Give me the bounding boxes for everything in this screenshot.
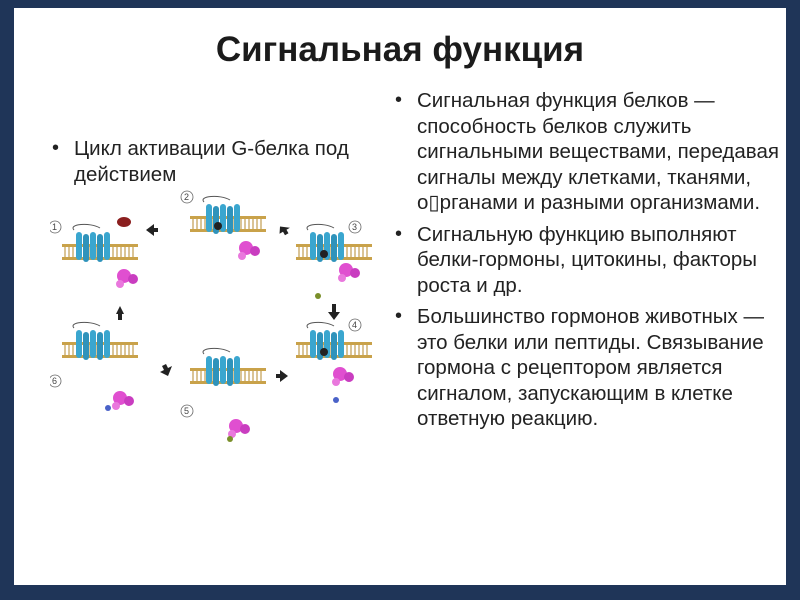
right-bullet-3: Большинство гормонов животных — это белк… — [395, 304, 780, 432]
arrow-6-to-1 — [116, 306, 124, 320]
cycle-step-2: 2 — [180, 190, 267, 260]
cycle-step-4: 4 — [295, 318, 373, 403]
cycle-step-1: 1 — [50, 217, 139, 288]
g-protein-cycle-diagram: 1 2 3 4 — [50, 190, 373, 442]
step-6-label: 6 — [52, 376, 57, 386]
step-1-label: 1 — [52, 222, 57, 232]
arrow-4-to-5 — [276, 370, 288, 382]
arrow-1-to-2 — [146, 224, 158, 236]
cycle-step-3: 3 — [295, 220, 373, 299]
right-bullet-1: Сигнальная функция белков — способность … — [395, 88, 780, 216]
step-4-label: 4 — [352, 320, 357, 330]
right-bullet-list: Сигнальная функция белков — способность … — [395, 88, 780, 438]
arrow-2-to-3 — [279, 226, 290, 236]
slide-title: Сигнальная функция — [215, 30, 585, 69]
cycle-arrows — [116, 224, 340, 382]
left-bullet-list: Цикл активации G-белка под действием — [52, 136, 397, 193]
arrow-3-to-4 — [328, 304, 340, 320]
slide: Сигнальная функция Цикл активации G-белк… — [14, 8, 786, 585]
cycle-step-6: 6 — [50, 321, 139, 411]
step-5-label: 5 — [184, 406, 189, 416]
cycle-step-5: 5 — [180, 347, 267, 442]
step-3-label: 3 — [352, 222, 357, 232]
step-2-label: 2 — [184, 192, 189, 202]
right-bullet-2: Сигнальную функцию выполняют белки-гормо… — [395, 222, 780, 299]
arrow-5-to-6 — [160, 364, 172, 376]
left-bullet-1: Цикл активации G-белка под действием — [52, 136, 397, 187]
